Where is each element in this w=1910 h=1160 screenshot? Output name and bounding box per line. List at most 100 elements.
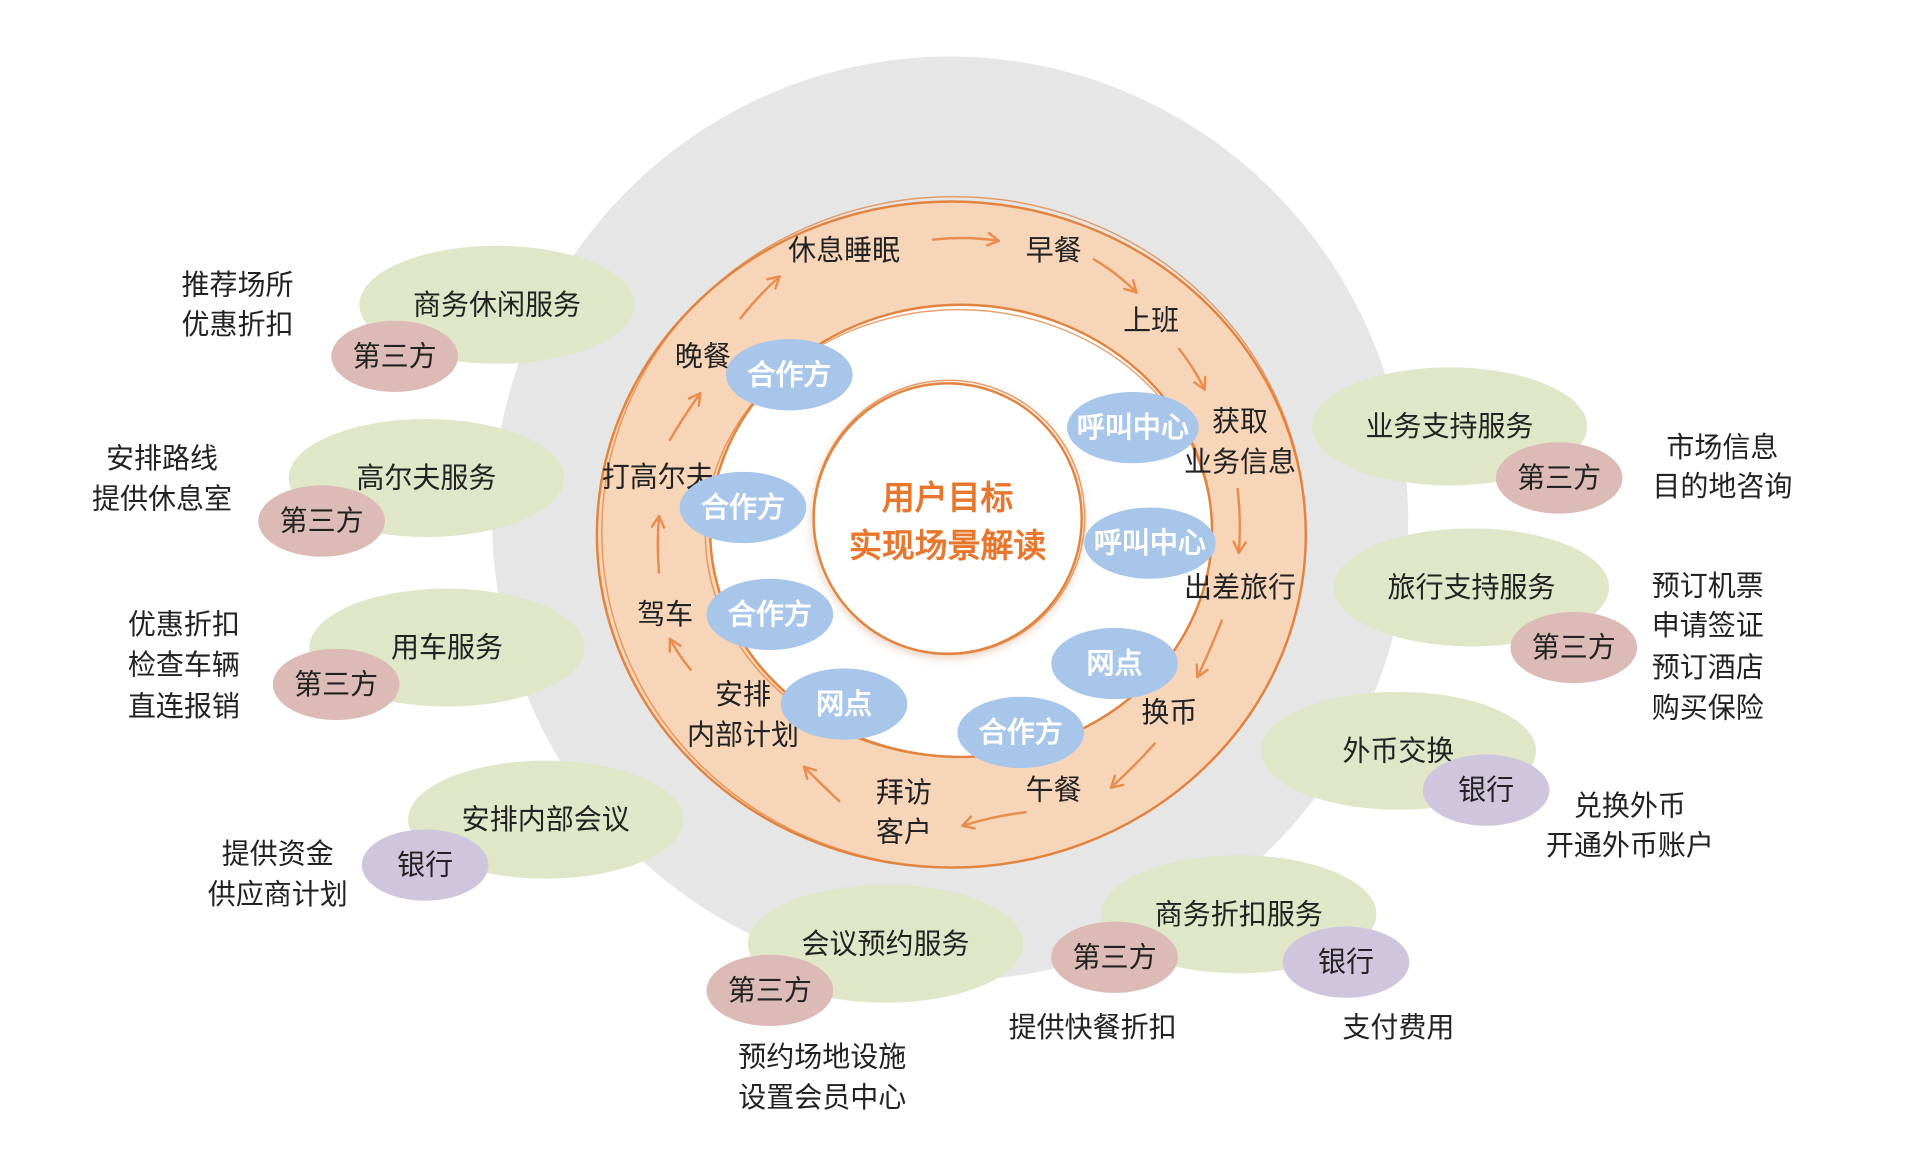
service-car: 用车服务 第三方 优惠折扣 检查车辆 直连报销 — [128, 588, 585, 723]
touchpoint-bubble — [1067, 391, 1199, 464]
touchpoint-label: 合作方 — [979, 716, 1063, 749]
touchpoint-bubble — [679, 471, 807, 544]
cycle-arrow-icon — [1092, 258, 1138, 294]
touchpoint-bubble — [725, 339, 853, 411]
step-client-visit-line-2: 客户 — [876, 815, 932, 848]
service-detail-text: 直连报销 — [128, 690, 240, 723]
service-detail-text: 市场信息 — [1666, 431, 1778, 464]
service-meeting-booking: 会议预约服务 第三方 预约场地设施 设置会员中心 — [706, 884, 1024, 1114]
touchpoint-label: 合作方 — [701, 491, 785, 524]
third-party-badge — [1051, 921, 1178, 993]
provider-label: 第三方 — [1517, 461, 1601, 494]
touchpoint-label: 合作方 — [728, 598, 812, 631]
cycle-arrow-icon — [1232, 487, 1247, 555]
provider-label: 第三方 — [294, 668, 378, 701]
cycle-arrow-icon — [802, 765, 841, 803]
service-label: 会议预约服务 — [802, 927, 970, 960]
service-business-discount: 商务折扣服务 第三方 银行 提供快餐折扣 支付费用 — [1009, 855, 1454, 1044]
service-business-support: 业务支持服务 第三方 市场信息 目的地咨询 — [1311, 367, 1792, 514]
service-detail-text: 安排路线 — [106, 442, 218, 475]
service-detail-text: 供应商计划 — [208, 878, 348, 911]
service-detail-text: 设置会员中心 — [738, 1081, 906, 1114]
service-detail-text: 提供资金 — [222, 837, 334, 870]
cycle-arrow-icon — [650, 514, 666, 574]
step-breakfast: 早餐 — [1026, 234, 1082, 267]
bank-badge — [361, 829, 489, 901]
service-detail-text: 预订机票 — [1652, 570, 1764, 603]
provider-label: 第三方 — [1073, 941, 1157, 974]
service-detail-text: 优惠折扣 — [182, 308, 294, 341]
service-label: 商务折扣服务 — [1155, 898, 1323, 931]
service-detail-text: 支付费用 — [1342, 1011, 1454, 1044]
touchpoint-branch: 网点 — [1051, 627, 1178, 700]
bank-badge — [1282, 926, 1410, 998]
third-party-badge — [258, 485, 385, 557]
service-label: 商务休闲服务 — [413, 288, 581, 321]
service-detail-text: 优惠折扣 — [128, 608, 240, 641]
touchpoint-partner: 合作方 — [725, 339, 853, 411]
provider-label: 第三方 — [280, 504, 364, 537]
touchpoint-bubble — [957, 696, 1085, 769]
service-detail-text: 兑换外币 — [1574, 790, 1686, 823]
third-party-badge — [1510, 611, 1638, 684]
step-dinner: 晚餐 — [675, 340, 731, 373]
step-business-info-line-2: 业务信息 — [1184, 445, 1296, 478]
service-label: 安排内部会议 — [462, 803, 630, 836]
touchpoint-label: 呼叫中心 — [1077, 411, 1189, 444]
center-goal: 用户目标 实现场景解读 — [812, 379, 1086, 656]
service-travel-support: 旅行支持服务 第三方 预订机票 申请签证 预订酒店 购买保险 — [1333, 528, 1764, 724]
service-label: 高尔夫服务 — [356, 461, 496, 494]
touchpoint-partner: 合作方 — [679, 471, 807, 544]
touchpoints: 合作方 合作方 合作方 网点 合作方 网点 呼叫中心 呼叫中心 — [679, 339, 1216, 769]
service-currency-exchange: 外币交换 银行 兑换外币 开通外币账户 — [1260, 691, 1714, 862]
center-circle-sketch-line — [812, 379, 1086, 656]
provider-label: 银行 — [1458, 774, 1514, 807]
center-circle — [812, 382, 1083, 655]
third-party-badge — [1495, 442, 1623, 514]
cycle-arrow-icon — [668, 391, 702, 442]
touchpoint-call-center: 呼叫中心 — [1084, 507, 1216, 579]
step-lunch: 午餐 — [1026, 774, 1082, 807]
service-bubble — [1333, 528, 1610, 647]
cycle-arrow-icon — [739, 275, 781, 320]
cycle-arrow-icon — [1177, 347, 1207, 391]
provider-label: 银行 — [1318, 946, 1374, 979]
third-party-badge — [331, 320, 459, 392]
provider-label: 第三方 — [353, 340, 437, 373]
cycle-arrow-icon — [931, 231, 1001, 247]
provider-label: 银行 — [397, 849, 453, 882]
cycle-arrow-icon — [1109, 742, 1156, 789]
service-business-leisure: 商务休闲服务 第三方 推荐场所 优惠折扣 — [182, 245, 635, 392]
third-party-badge — [706, 954, 834, 1027]
touchpoint-partner: 合作方 — [706, 578, 834, 651]
step-client-visit-line-1: 拜访 — [876, 776, 932, 809]
service-detail-text: 预约场地设施 — [738, 1040, 906, 1073]
step-internal-plan-line-2: 内部计划 — [687, 718, 799, 751]
scenario-steps: 休息睡眠 早餐 上班 获取 业务信息 出差旅行 换币 午餐 拜访 客户 安排 内… — [602, 234, 1296, 848]
service-label: 用车服务 — [391, 631, 503, 664]
step-business-trip: 出差旅行 — [1184, 571, 1296, 604]
service-detail-text: 提供快餐折扣 — [1009, 1011, 1177, 1044]
touchpoint-partner: 合作方 — [957, 696, 1085, 769]
service-internal-meeting: 安排内部会议 银行 提供资金 供应商计划 — [208, 760, 684, 911]
service-detail-text: 提供休息室 — [92, 482, 232, 515]
service-detail-text: 目的地咨询 — [1652, 470, 1792, 503]
touchpoint-branch: 网点 — [780, 668, 908, 740]
touchpoint-label: 网点 — [1087, 647, 1143, 680]
step-driving: 驾车 — [637, 598, 693, 631]
service-detail-text: 推荐场所 — [182, 269, 294, 302]
step-currency-exchange: 换币 — [1141, 696, 1197, 729]
step-sleep: 休息睡眠 — [788, 234, 900, 267]
provider-label: 第三方 — [728, 974, 812, 1007]
touchpoint-label: 网点 — [816, 688, 872, 721]
touchpoint-bubble — [1084, 507, 1216, 579]
touchpoint-bubble — [780, 668, 908, 740]
ring-outer-sketch-line — [601, 195, 1307, 869]
touchpoint-bubble — [1051, 627, 1178, 700]
cycle-arrow-icon — [961, 811, 1027, 830]
services: 商务休闲服务 第三方 推荐场所 优惠折扣 高尔夫服务 第三方 安排路线 提供休息… — [92, 245, 1792, 1114]
step-commute: 上班 — [1123, 304, 1179, 337]
bank-badge — [1422, 754, 1550, 826]
service-detail-text: 预订酒店 — [1652, 651, 1764, 684]
